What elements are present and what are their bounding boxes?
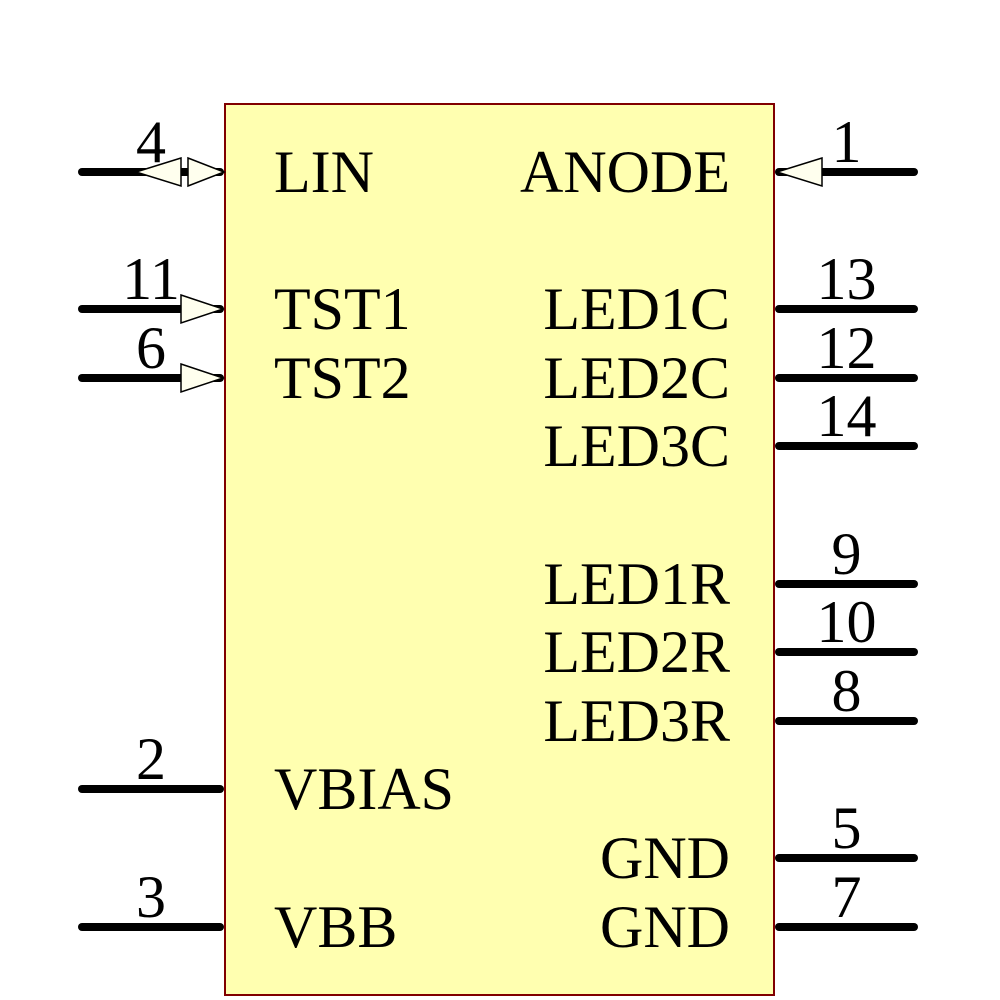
component-body[interactable]	[224, 103, 775, 996]
pin-9-label: LED1R	[543, 551, 730, 617]
pin-10-label: LED2R	[543, 619, 730, 685]
pin-9-line[interactable]	[775, 580, 918, 588]
pin-6-label: TST2	[274, 345, 411, 411]
pin-7-number: 7	[831, 864, 862, 930]
pin-8-number: 8	[831, 658, 862, 724]
pin-11-label: TST1	[274, 276, 411, 342]
pin-11-line[interactable]	[78, 305, 224, 313]
pin-2-line[interactable]	[78, 785, 224, 793]
pin-12-label: LED2C	[543, 345, 730, 411]
pin-3-line[interactable]	[78, 923, 224, 931]
pin-14-number: 14	[816, 383, 877, 449]
pin-4-bidirectional-arrow-right-icon	[187, 156, 227, 188]
pin-6-line[interactable]	[78, 374, 224, 382]
pin-1-number: 1	[831, 109, 862, 175]
pin-5-line[interactable]	[775, 854, 918, 862]
pin-12-number: 12	[816, 315, 877, 381]
pin-11-input-arrow-icon	[180, 293, 226, 325]
pin-4-bidirectional-arrow-left-icon	[133, 156, 182, 188]
pin-2-number: 2	[136, 726, 166, 792]
pin-6-number: 6	[136, 315, 166, 381]
pin-1-label: ANODE	[520, 139, 730, 205]
pin-13-number: 13	[816, 246, 877, 312]
pin-10-line[interactable]	[775, 648, 918, 656]
pin-2-label: VBIAS	[274, 756, 455, 822]
pin-8-label: LED3R	[543, 688, 730, 754]
pin-9-number: 9	[831, 521, 862, 587]
pin-7-label: GND	[600, 894, 730, 960]
pin-11-number: 11	[122, 246, 180, 312]
pin-13-label: LED1C	[543, 276, 730, 342]
pin-4-number: 4	[136, 109, 166, 175]
pin-12-line[interactable]	[775, 374, 918, 382]
pin-3-label: VBB	[274, 894, 398, 960]
pin-4-label: LIN	[274, 139, 374, 205]
pin-6-input-arrow-icon	[180, 362, 226, 394]
pin-8-line[interactable]	[775, 717, 918, 725]
pin-1-input-arrow-icon	[774, 156, 823, 188]
pin-1-line[interactable]	[775, 168, 918, 176]
pin-14-line[interactable]	[775, 442, 918, 450]
pin-5-label: GND	[600, 825, 730, 891]
pin-7-line[interactable]	[775, 923, 918, 931]
pin-10-number: 10	[816, 589, 877, 655]
pin-13-line[interactable]	[775, 305, 918, 313]
pin-3-number: 3	[136, 864, 166, 930]
pin-14-label: LED3C	[543, 413, 730, 479]
pin-5-number: 5	[831, 795, 862, 861]
